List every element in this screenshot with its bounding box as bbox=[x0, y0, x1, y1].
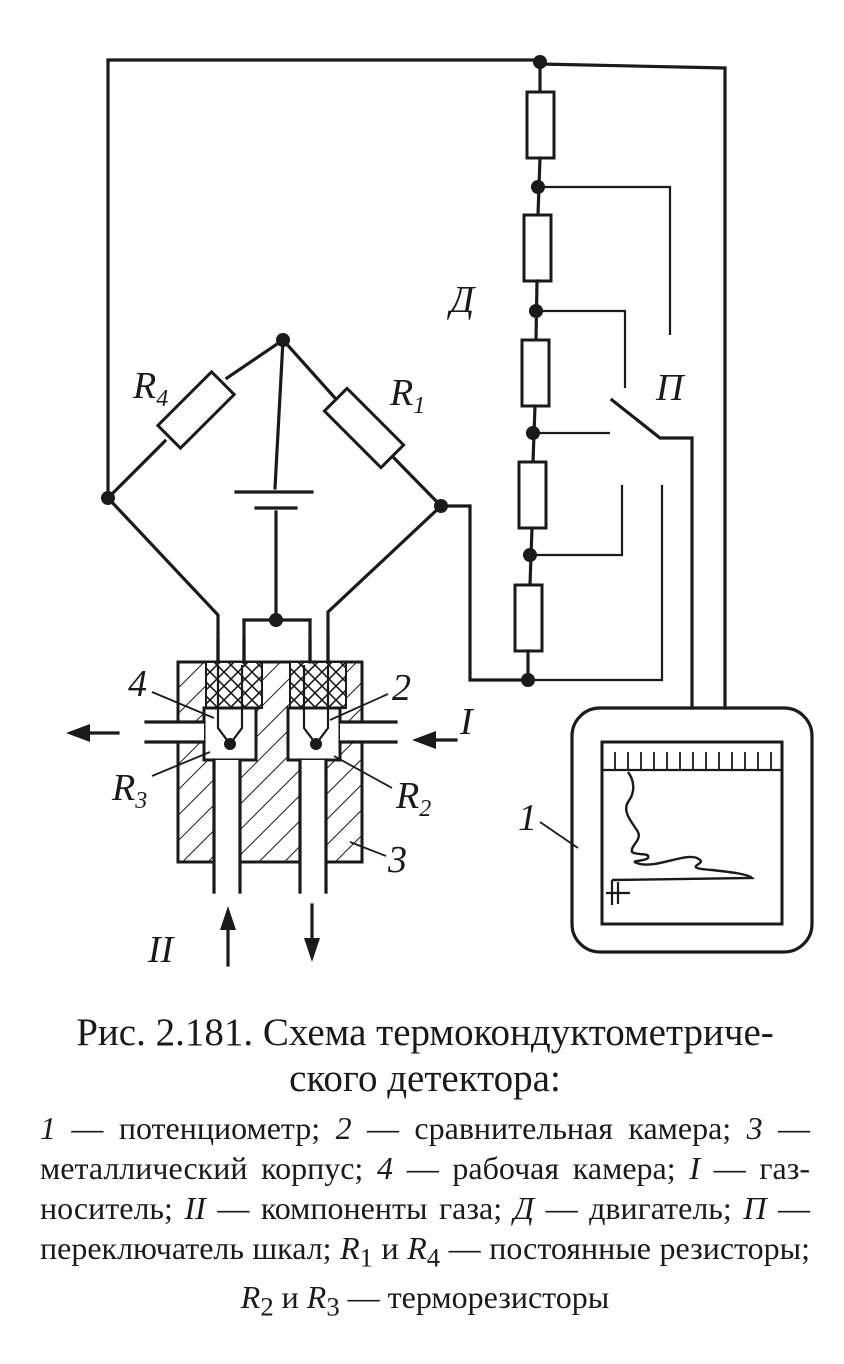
legend-text: — компоненты газа; bbox=[205, 1190, 514, 1226]
label-r2: R2 bbox=[395, 775, 431, 822]
legend-key: R bbox=[306, 1279, 327, 1316]
label-p: П bbox=[655, 367, 686, 409]
divider-resistor-5 bbox=[513, 583, 544, 653]
caption-title: Рис. 2.181. Схема термокондуктометриче- … bbox=[40, 1010, 810, 1102]
legend-text: — двигатель; bbox=[534, 1190, 744, 1226]
legend-sub: 1 bbox=[359, 1242, 373, 1273]
potentiometer bbox=[570, 706, 814, 954]
arrow-in-right bbox=[412, 731, 458, 749]
node-left bbox=[101, 491, 115, 505]
node-top bbox=[276, 333, 290, 347]
supply-wire-top bbox=[106, 58, 727, 710]
legend-key: I bbox=[689, 1150, 700, 1186]
arrow-in-bottom bbox=[220, 906, 236, 967]
legend-sub: 4 bbox=[426, 1242, 441, 1273]
legend-text: и bbox=[372, 1230, 408, 1266]
node-bottom bbox=[269, 613, 283, 627]
legend-text: — терморезисторы bbox=[339, 1279, 610, 1316]
reference-chamber bbox=[286, 706, 342, 762]
label-gas-i: I bbox=[459, 701, 475, 743]
legend-key: II bbox=[184, 1190, 206, 1226]
label-1: 1 bbox=[518, 797, 537, 839]
chromatogram-trace bbox=[611, 771, 755, 882]
working-chamber bbox=[202, 706, 258, 762]
legend-text: и bbox=[273, 1279, 307, 1316]
figure-caption: Рис. 2.181. Схема термокондуктометриче- … bbox=[40, 1010, 810, 1327]
caption-legend: 1 — потенциометр; 2 — сравнительная каме… bbox=[40, 1108, 810, 1327]
arrow-out-left bbox=[66, 724, 120, 742]
label-r3: R3 bbox=[111, 767, 147, 814]
divider-resistor-4 bbox=[517, 460, 548, 530]
caption-title-line2: ского детектора: bbox=[289, 1057, 561, 1100]
label-4: 4 bbox=[128, 663, 147, 705]
resistor-r4 bbox=[155, 369, 237, 451]
potentiometer-case bbox=[570, 706, 814, 954]
legend-text: — постоянные резисторы; bbox=[440, 1230, 811, 1266]
switch-blade bbox=[609, 397, 694, 710]
arrow-out-bottom bbox=[304, 903, 320, 962]
label-2: 2 bbox=[392, 667, 411, 709]
bridge-to-divider-wire bbox=[439, 504, 530, 682]
flow-arrows bbox=[66, 724, 458, 967]
resistor-r1 bbox=[322, 386, 406, 470]
legend-text: — металлический корпус; bbox=[40, 1110, 810, 1186]
legend-sub: 3 bbox=[326, 1291, 340, 1322]
legend-text: — рабочая камера; bbox=[393, 1150, 690, 1186]
divider-resistor-3 bbox=[520, 338, 551, 408]
detector-schematic: R4 R1 Д П 4 2 I R3 R2 3 1 II bbox=[66, 55, 814, 971]
leader-lines bbox=[151, 691, 579, 857]
range-switch bbox=[528, 185, 694, 710]
legend-key: 3 bbox=[746, 1110, 763, 1146]
legend-text: — переключатель шкал; bbox=[40, 1190, 811, 1266]
legend-text: — сравнительная камера; bbox=[351, 1110, 747, 1146]
legend-key: 2 bbox=[335, 1110, 352, 1146]
legend-key: 4 bbox=[377, 1150, 394, 1186]
legend-key: R bbox=[240, 1279, 261, 1316]
legend-text: — потенциометр; bbox=[56, 1110, 336, 1146]
legend-key: Д bbox=[513, 1190, 535, 1226]
legend-key: П bbox=[743, 1190, 767, 1226]
legend-sub: 2 bbox=[260, 1291, 274, 1322]
label-3: 3 bbox=[387, 839, 407, 881]
legend-key: 1 bbox=[40, 1110, 56, 1146]
divider-resistor-2 bbox=[522, 213, 553, 283]
label-r1: R1 bbox=[389, 372, 425, 419]
motor-divider bbox=[513, 55, 556, 687]
divider-resistor-1 bbox=[525, 90, 556, 160]
potentiometer-screen bbox=[600, 740, 784, 926]
scale-ticks bbox=[614, 752, 772, 770]
legend-text: — газ-носитель; bbox=[40, 1150, 810, 1226]
caption-title-line1: Рис. 2.181. Схема термокондуктометриче- bbox=[76, 1011, 774, 1054]
label-d: Д bbox=[447, 279, 476, 321]
detector-body bbox=[144, 638, 398, 894]
label-r4: R4 bbox=[132, 365, 168, 412]
label-gas-ii: II bbox=[147, 929, 176, 971]
legend-key: R bbox=[340, 1230, 360, 1266]
legend-key: R bbox=[407, 1230, 427, 1266]
